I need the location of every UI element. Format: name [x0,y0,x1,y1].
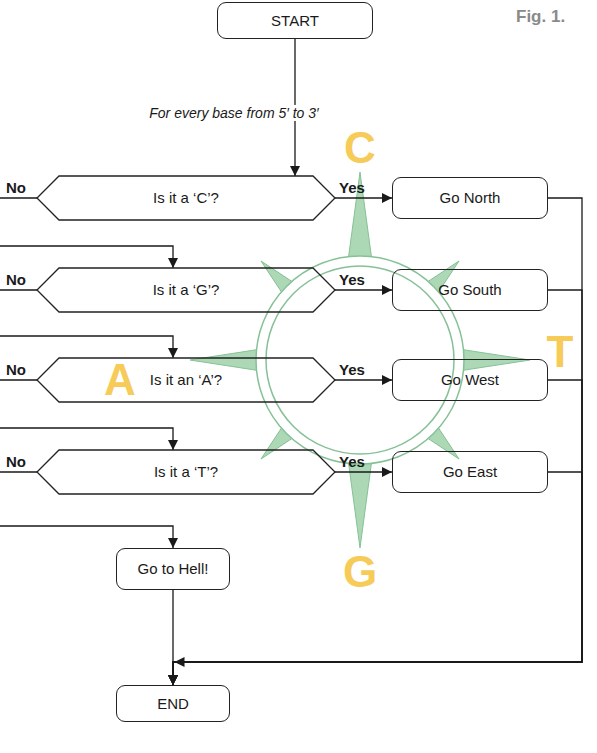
flow-arrow [335,379,392,380]
flow-arrow [335,197,392,198]
hexagon-shape [37,450,335,494]
hexagon-shape [37,358,335,402]
flow-arrow [0,380,173,450]
branch-label: Yes [339,361,365,378]
process-box: Go to Hell! [116,548,230,590]
branch-label: No [6,271,26,288]
decision-hexagon: Is it a ‘C’? [37,176,335,220]
compass-letter: C [344,126,376,170]
flow-arrow [173,290,582,685]
node-text: Is it a ‘C’? [153,189,219,206]
flow-arrow [173,472,582,685]
flow-arrow [335,471,392,472]
node-text: Is it an ‘A’? [150,371,222,388]
node-text: Go East [443,463,497,480]
process-box: Go South [392,269,548,311]
compass-ring-inner [266,266,454,454]
compass-letter: T [547,330,574,374]
branch-label: No [6,179,26,196]
branch-label: No [6,361,26,378]
loop-note: For every base from 5′ to 3′ [146,105,321,121]
node-text: Go to Hell! [138,560,209,577]
hexagon-shape [37,176,335,220]
node-text: Go West [441,371,499,388]
decision-hexagon: Is it a ‘T’? [37,450,335,494]
flow-arrow [173,380,582,685]
end-terminal: END [116,685,230,722]
decision-hexagon: Is it a ‘G’? [37,268,335,312]
compass-star [190,172,530,548]
compass-letter: G [343,550,377,594]
start-terminal: START [217,2,373,39]
flow-arrow [173,198,582,685]
flow-arrow [0,198,173,268]
flow-arrow [172,590,173,685]
node-text: Go South [438,281,501,298]
node-text: START [271,12,319,29]
node-text: Is it a ‘G’? [153,281,220,298]
process-box: Go West [392,359,548,401]
compass-letter: A [104,358,136,402]
branch-label: Yes [339,453,365,470]
hexagon-shape [37,268,335,312]
process-box: Go North [392,177,548,219]
node-text: END [157,695,189,712]
node-text: Go North [440,189,501,206]
decision-hexagon: Is it an ‘A’? [37,358,335,402]
flow-arrow [0,472,173,548]
figure-label: Fig. 1. [516,8,565,25]
branch-label: No [6,453,26,470]
compass-ring [256,256,464,464]
node-text: Is it a ‘T’? [154,463,218,480]
branch-label: Yes [339,179,365,196]
flow-arrow [335,289,392,290]
branch-label: Yes [339,271,365,288]
flow-arrow [0,290,173,358]
process-box: Go East [392,451,548,493]
